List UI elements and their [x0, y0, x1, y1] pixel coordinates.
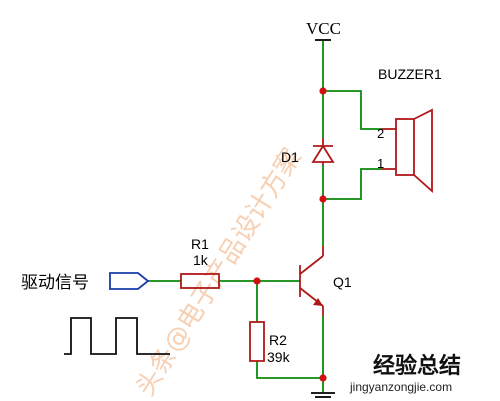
junction-top: [319, 87, 327, 95]
buzzer-pin2-label: 2: [377, 126, 384, 141]
square-wave-icon: [64, 317, 170, 355]
wire-buzzer-pin2: [323, 90, 381, 130]
transistor-q1: Q1: [299, 246, 352, 316]
logo-main-text: 经验总结: [373, 353, 461, 379]
site-logo: 经验总结 jingyanzongjie.com: [349, 353, 461, 394]
ground-symbol: [311, 392, 335, 398]
junctions: [253, 87, 327, 382]
junction-bottom: [319, 195, 327, 203]
r1-label: R1: [191, 236, 209, 252]
vcc-label: VCC: [306, 19, 341, 38]
wires: [148, 40, 381, 392]
junction-base: [253, 277, 261, 285]
buzzer-pin1-label: 1: [377, 156, 384, 171]
wire-r2-gnd: [256, 361, 323, 379]
wire-buzzer-pin1: [323, 168, 381, 200]
resistor-r2: R2 39k: [249, 321, 291, 365]
input-port: 驱动信号: [21, 272, 150, 293]
buzzer: BUZZER1 2 1: [377, 66, 442, 194]
q1-label: Q1: [333, 274, 352, 290]
diode-d1: D1: [281, 138, 335, 165]
junction-ground: [319, 374, 327, 382]
diode-label: D1: [281, 149, 299, 165]
input-signal-label: 驱动信号: [21, 273, 89, 293]
resistor-r1: R1 1k: [180, 236, 220, 289]
vcc-symbol: VCC: [306, 19, 341, 41]
logo-url-text: jingyanzongjie.com: [349, 380, 452, 394]
r2-value: 39k: [267, 349, 291, 365]
r2-label: R2: [269, 332, 287, 348]
emitter-arrow-icon: [313, 298, 323, 306]
r1-value: 1k: [193, 252, 209, 268]
buzzer-label: BUZZER1: [378, 66, 442, 82]
